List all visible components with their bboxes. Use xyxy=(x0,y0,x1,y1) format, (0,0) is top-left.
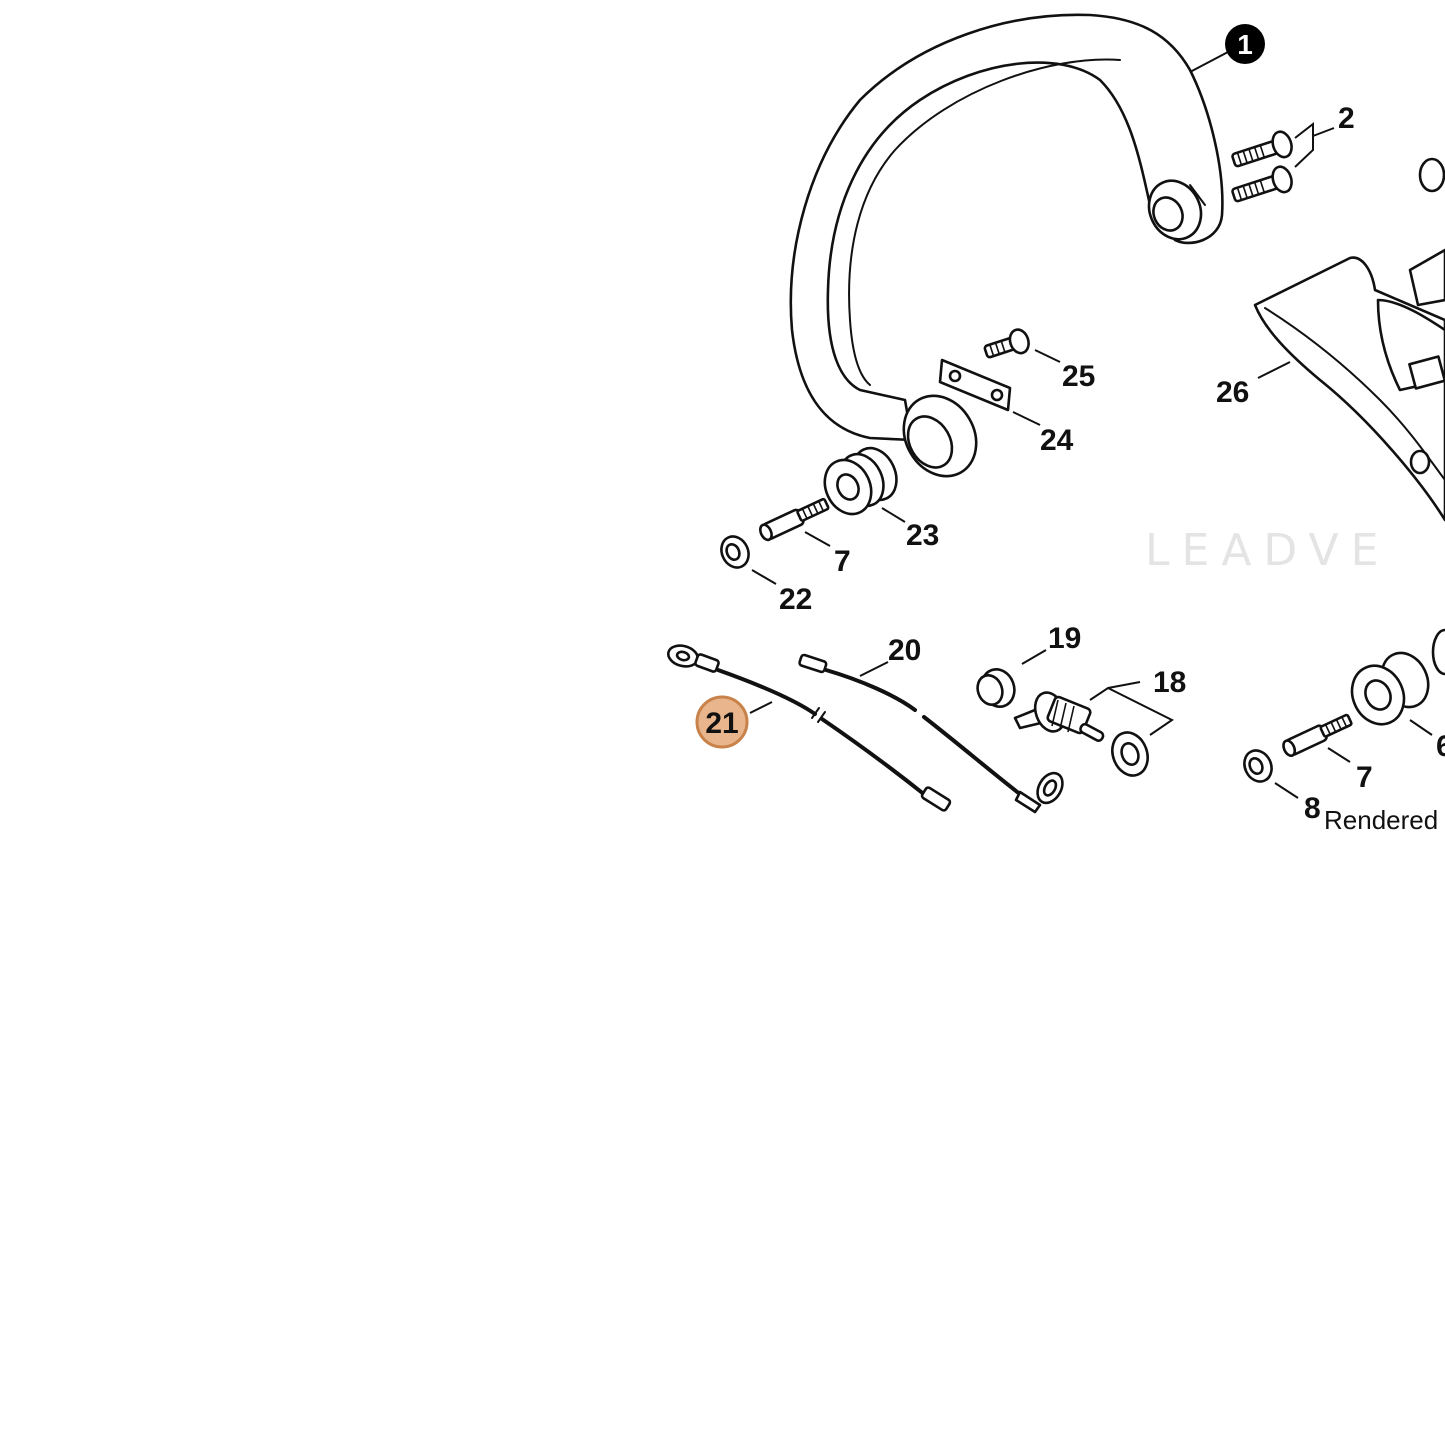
callout-18-label[interactable]: 18 xyxy=(1153,666,1186,699)
cap-nut-part-right[interactable] xyxy=(1239,746,1276,786)
render-credit-text: Rendered by xyxy=(1324,805,1445,835)
handle-bar-part[interactable] xyxy=(789,13,1224,490)
callout-19-label[interactable]: 19 xyxy=(1048,622,1081,655)
leader-lines xyxy=(749,51,1433,799)
callout-1-badge xyxy=(1225,24,1265,64)
screw-part[interactable] xyxy=(982,327,1031,363)
chain-guard-plate-part[interactable] xyxy=(1253,157,1445,522)
sleeve-part[interactable] xyxy=(974,665,1020,712)
callout-24-label[interactable]: 24 xyxy=(1040,424,1074,457)
callout-21-highlight[interactable]: 21 xyxy=(695,695,749,749)
rubber-buffer-part-right[interactable] xyxy=(1343,628,1445,733)
bolt-part-right[interactable] xyxy=(1281,713,1353,758)
bolt-part-left[interactable] xyxy=(758,497,830,542)
cap-nut-part[interactable] xyxy=(716,532,753,572)
callout-6-label[interactable]: 6 xyxy=(1436,730,1445,763)
screw-pair-part[interactable] xyxy=(1230,129,1295,207)
short-circuit-wire-part[interactable] xyxy=(798,653,1068,814)
callout-21-badge xyxy=(695,695,749,749)
callout-1-label: 1 xyxy=(1237,29,1253,60)
watermark-text: LEADVE xyxy=(1145,525,1390,576)
callout-7-label-right[interactable]: 7 xyxy=(1356,761,1373,794)
callout-8-label[interactable]: 8 xyxy=(1304,792,1321,825)
stop-switch-part[interactable] xyxy=(1013,688,1153,780)
callout-20-label[interactable]: 20 xyxy=(888,634,921,667)
callout-26-label[interactable]: 26 xyxy=(1216,376,1249,409)
callout-22-label[interactable]: 22 xyxy=(779,583,812,616)
rubber-buffer-part[interactable] xyxy=(816,441,904,522)
callout-25-label[interactable]: 25 xyxy=(1062,360,1095,393)
ground-wire-part[interactable] xyxy=(666,642,952,812)
callout-2-label[interactable]: 2 xyxy=(1338,102,1355,135)
bracket-plate-part[interactable] xyxy=(938,358,1012,412)
callout-21-label: 21 xyxy=(705,707,738,740)
callout-1[interactable]: 1 xyxy=(1225,24,1265,64)
callout-23-label[interactable]: 23 xyxy=(906,519,939,552)
callout-7-label-left[interactable]: 7 xyxy=(834,545,851,578)
